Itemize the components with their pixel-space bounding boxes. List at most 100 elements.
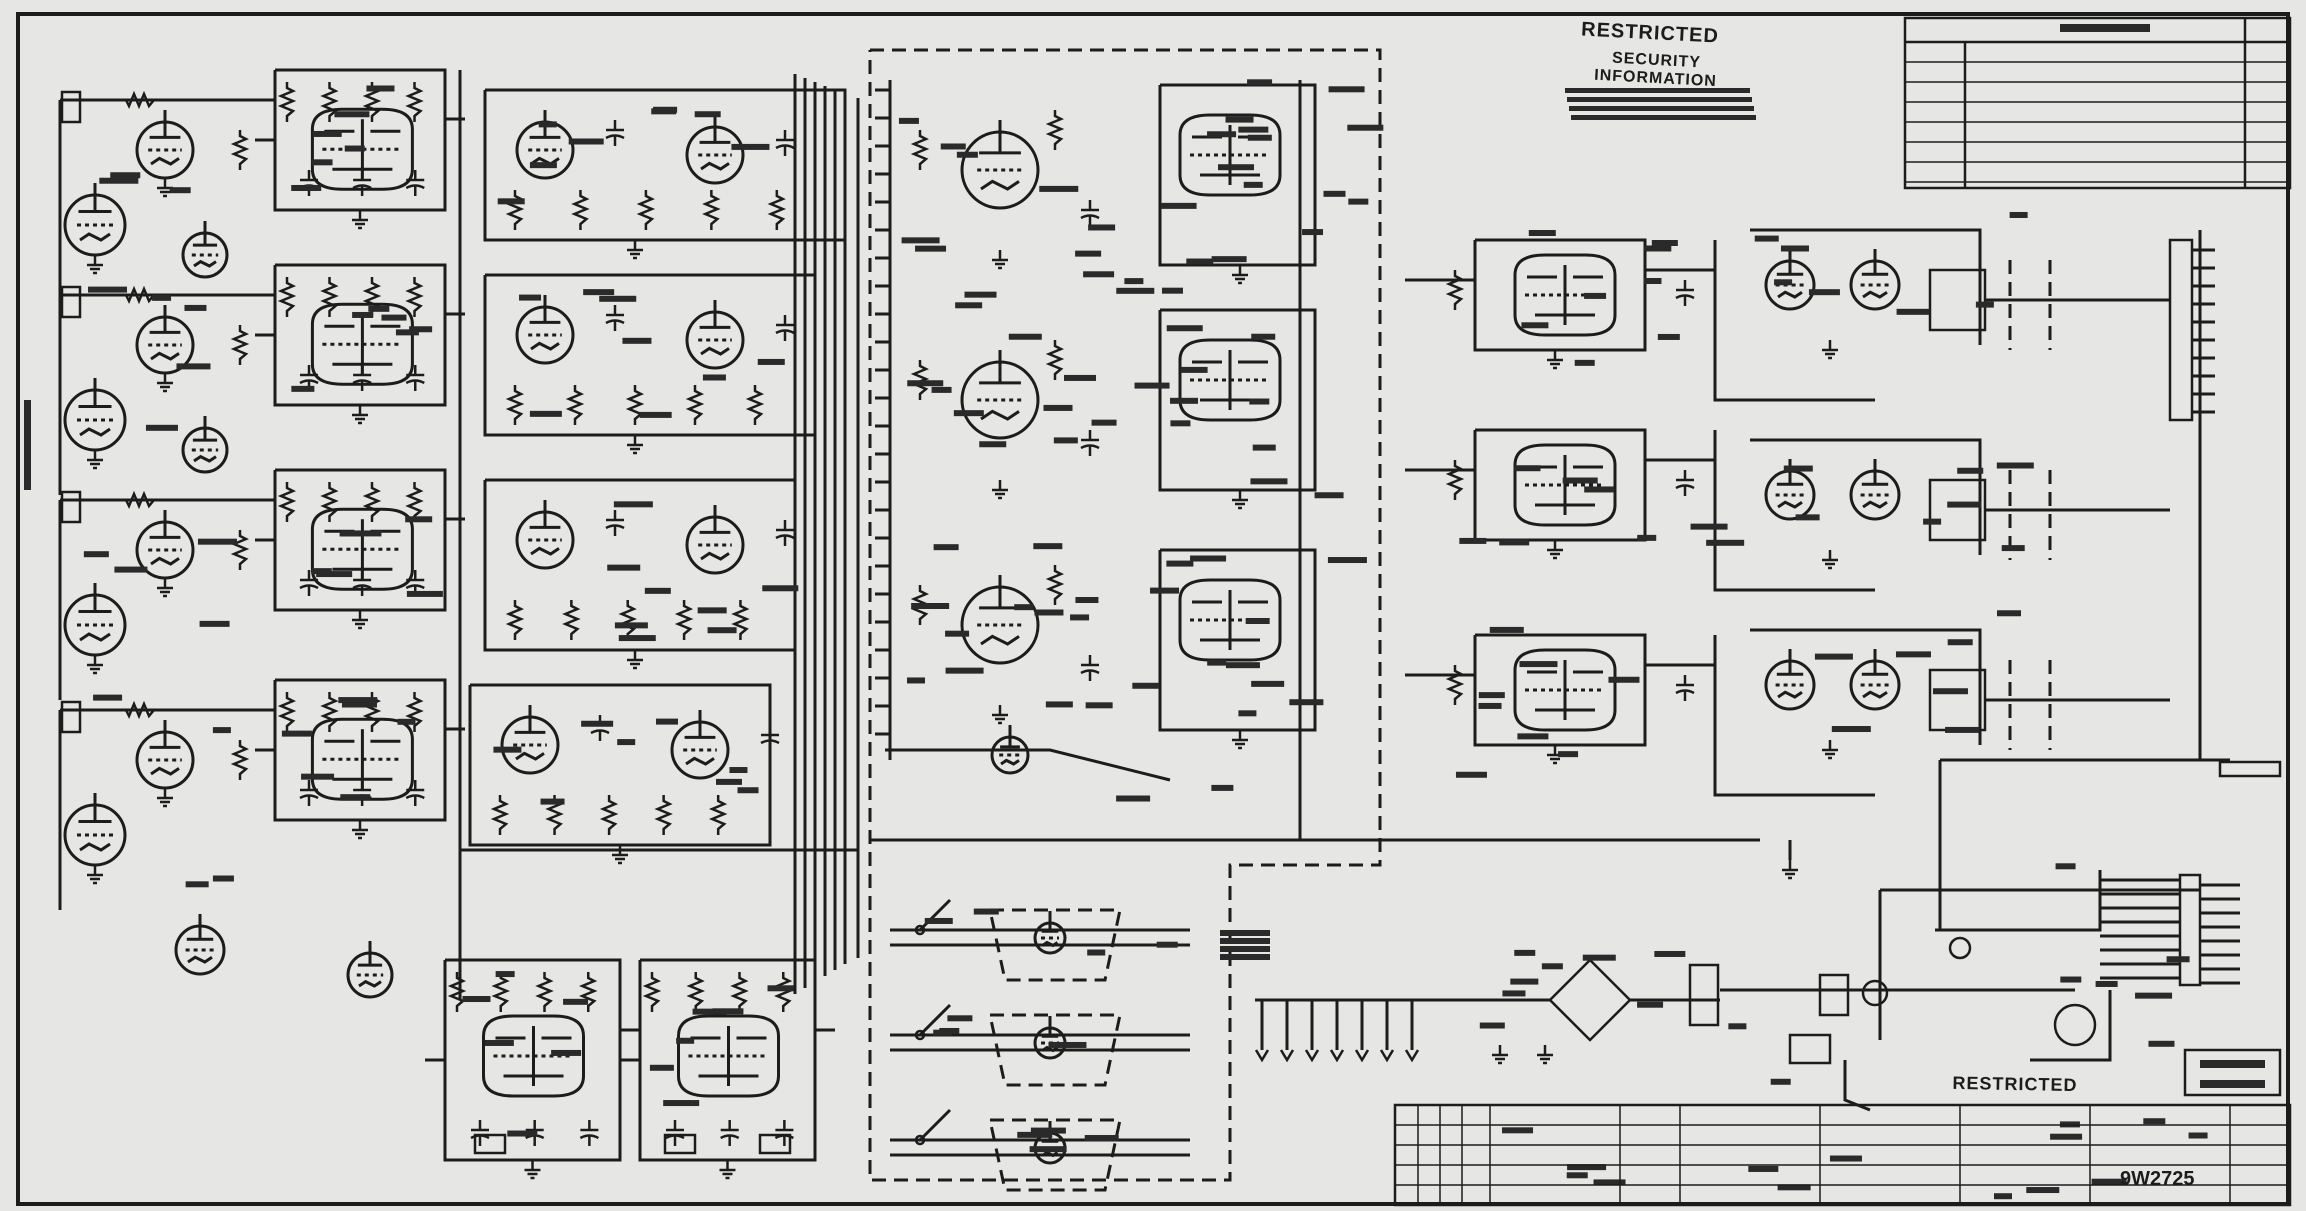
component-label [940, 143, 966, 150]
component-label [2143, 1118, 2166, 1125]
component-label [964, 291, 997, 298]
vacuum-tube [63, 583, 127, 657]
capacitor-plate [775, 144, 795, 150]
wire [1473, 633, 1647, 747]
switch-contact [914, 924, 926, 936]
switch-contact [914, 1029, 926, 1041]
capacitor [775, 315, 795, 341]
ground-symbol [1492, 1045, 1508, 1065]
component-label [1161, 287, 1183, 294]
component-label [1238, 710, 1257, 717]
capacitor [352, 570, 372, 596]
component-label [581, 720, 614, 727]
component-label [563, 998, 589, 1005]
component-label [655, 718, 678, 725]
ground-symbol [352, 610, 368, 630]
component-label [1251, 333, 1276, 340]
resistor [362, 482, 382, 522]
tube-heater [79, 842, 111, 852]
capacitor [299, 780, 319, 806]
component-label [1348, 198, 1369, 205]
tube-envelope [482, 1014, 585, 1098]
resistor [320, 692, 339, 732]
resistor [230, 740, 250, 780]
wire [1713, 240, 1875, 402]
capacitor [405, 780, 425, 806]
vacuum-tube [1764, 649, 1816, 711]
component-label [1478, 692, 1505, 699]
tube-heater [700, 161, 730, 171]
component-label [495, 971, 515, 978]
component-label [1459, 537, 1487, 544]
component-label [1328, 86, 1365, 93]
tube-heater [193, 454, 217, 463]
component-label [1489, 626, 1524, 633]
component-label [639, 411, 672, 418]
component-label [697, 607, 727, 614]
component-label [1045, 701, 1073, 708]
resistor [674, 600, 694, 640]
component-label [1947, 639, 1973, 646]
component-label [644, 587, 671, 594]
component-label [898, 117, 919, 124]
vacuum-tube [960, 120, 1040, 210]
component-label [395, 329, 419, 336]
output-transformer [1928, 268, 1987, 332]
component-label [1608, 676, 1640, 683]
component-label [953, 410, 984, 417]
component-label [1808, 289, 1840, 296]
ground-symbol [87, 865, 103, 885]
connector [1788, 1033, 1832, 1065]
indicator-lamp [1948, 936, 1972, 960]
component-label [1514, 465, 1541, 472]
ground-symbol [1537, 1045, 1553, 1065]
wire [273, 68, 447, 212]
stamp-fine-print [1571, 115, 1756, 120]
component-label [1455, 771, 1487, 778]
capacitor [470, 1120, 490, 1146]
capacitor [352, 365, 372, 391]
component-label [1777, 1184, 1811, 1191]
tube-heater [1041, 1045, 1059, 1053]
resistor [505, 600, 525, 640]
vacuum-tube [135, 110, 195, 180]
component-label [1895, 651, 1931, 658]
ground-symbol [1232, 730, 1248, 750]
tube-heater [530, 156, 560, 166]
component-label [484, 1039, 514, 1046]
component-label [1519, 661, 1558, 668]
ground-symbol [87, 450, 103, 470]
ground-symbol [1547, 350, 1563, 370]
capacitor [1080, 655, 1100, 681]
tube-heater [1777, 500, 1803, 509]
wire [273, 263, 447, 407]
capacitor [665, 1120, 685, 1146]
component-label [1166, 325, 1203, 332]
resistor [535, 972, 554, 1012]
component-label [2060, 976, 2082, 983]
vacuum-tube [1849, 249, 1901, 311]
dual-tube [677, 1014, 780, 1098]
component-label [1083, 271, 1115, 278]
tube-heater [980, 409, 1020, 421]
component-label [352, 311, 374, 318]
tube-heater [79, 232, 111, 242]
component-label [1690, 523, 1728, 530]
resistor [1045, 110, 1065, 150]
capacitor [352, 170, 372, 196]
component-label [1251, 680, 1285, 687]
component-label [613, 501, 653, 508]
component-label [110, 172, 141, 179]
ground-symbol [524, 1160, 541, 1180]
component-label [1754, 235, 1779, 242]
component-label [1748, 1165, 1779, 1172]
component-label [1124, 278, 1144, 285]
dual-tube [482, 1014, 585, 1098]
vacuum-tube [515, 500, 575, 570]
components [60, 82, 2282, 1180]
component-label [1220, 954, 1270, 960]
tube-envelope [1513, 253, 1617, 337]
vacuum-tube [63, 378, 127, 452]
resistor [120, 90, 160, 110]
capacitor [1080, 430, 1100, 456]
